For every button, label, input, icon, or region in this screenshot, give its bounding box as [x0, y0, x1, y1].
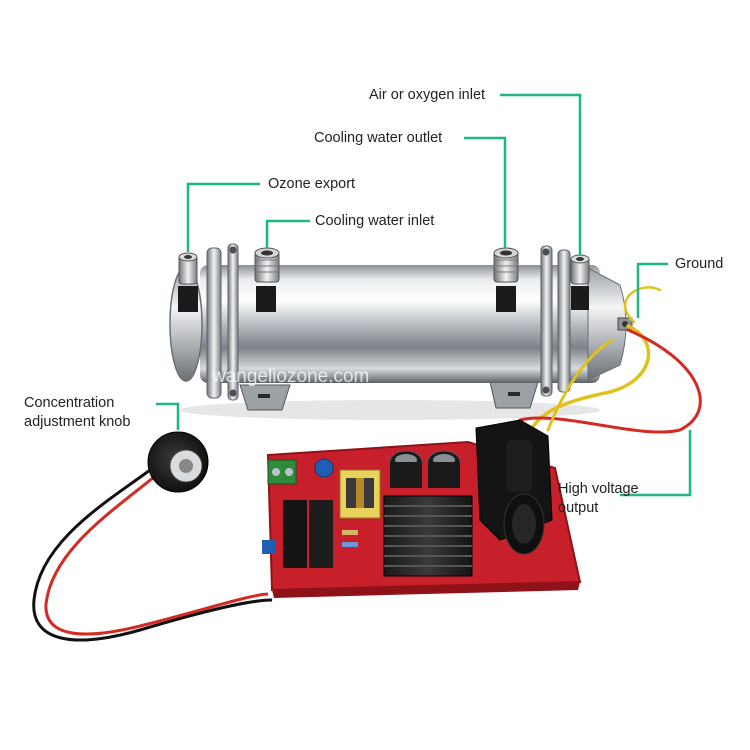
watermark: wangeliozone.com: [211, 366, 369, 387]
electrolytic-capacitors: [389, 450, 461, 488]
leader-air-inlet: [500, 93, 582, 255]
label-high-voltage-output: High voltage output: [558, 480, 639, 518]
blue-trimmer: [262, 540, 276, 554]
resistor: [342, 542, 358, 547]
label-hv-line1: High voltage: [558, 481, 639, 497]
power-supply-board: [262, 419, 582, 598]
film-capacitor-1: [283, 500, 307, 568]
label-hv-line2: output: [558, 500, 599, 516]
ozone-generator-tube: [169, 243, 633, 420]
film-capacitor-2: [309, 500, 333, 568]
leader-knob: [156, 402, 180, 430]
ozone-export-fitting: [178, 252, 198, 285]
sticker-air: [571, 286, 589, 310]
leader-cooling-outlet: [464, 136, 507, 248]
sticker-outlet: [496, 286, 516, 312]
leader-lines: [156, 93, 692, 497]
sticker-ozone: [178, 286, 198, 312]
leader-ozone-export: [186, 182, 260, 252]
leader-hv-output: [620, 430, 692, 497]
label-ozone-export: Ozone export: [268, 176, 356, 192]
label-air-oxygen-inlet: Air or oxygen inlet: [369, 87, 486, 103]
mounting-foot-left: [239, 384, 291, 411]
label-cooling-water-outlet: Cooling water outlet: [314, 130, 443, 146]
hv-wires: [518, 286, 702, 434]
sticker-inlet: [256, 286, 276, 312]
resistor: [342, 530, 358, 535]
cooling-water-inlet-fitting: [254, 247, 280, 283]
concentration-knob-assembly: [32, 431, 273, 642]
label-concentration-knob: Concentration adjustment knob: [24, 394, 130, 432]
label-ground: Ground: [675, 256, 724, 272]
label-cooling-water-inlet: Cooling water inlet: [315, 213, 435, 229]
label-knob-line1: Concentration: [24, 395, 115, 411]
mounting-foot-right: [489, 381, 539, 409]
leader-ground: [636, 262, 668, 318]
blue-capacitor: [314, 458, 334, 478]
air-oxygen-inlet-fitting: [570, 254, 590, 285]
input-terminal-block: [267, 459, 297, 485]
transformer: [339, 469, 381, 519]
cooling-water-outlet-fitting: [493, 247, 519, 283]
leader-cooling-inlet: [265, 219, 310, 248]
high-voltage-transformer: [475, 419, 553, 555]
label-knob-line2: adjustment knob: [24, 414, 131, 430]
heatsink: [383, 495, 473, 577]
left-flange: [206, 243, 239, 401]
right-flange: [540, 245, 571, 397]
